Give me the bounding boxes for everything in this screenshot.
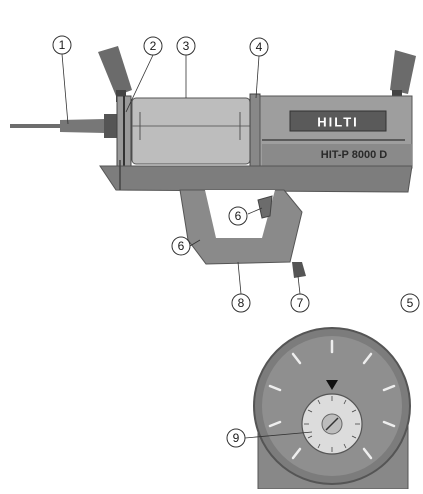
callout-5-label: 5 [407, 296, 414, 310]
callout-3: 3 [176, 36, 196, 56]
callout-3-label: 3 [183, 39, 190, 53]
mixer-nozzle [10, 114, 118, 138]
callout-2: 2 [143, 36, 163, 56]
callout-7: 7 [290, 293, 310, 313]
dispenser-body: HILTI HIT-P 8000 D [259, 95, 413, 169]
right-strap [390, 50, 416, 102]
base-rail [99, 160, 413, 193]
callout-8: 8 [231, 293, 251, 313]
callout-9-label: 9 [233, 431, 240, 445]
callout-6-handle-label: 6 [178, 239, 185, 253]
brand-logo-text: HILTI [317, 115, 359, 130]
callout-2-label: 2 [150, 39, 157, 53]
model-label: HIT-P 8000 D [321, 149, 387, 161]
trigger-lever [257, 195, 273, 219]
foil-pack-cartridge [131, 97, 251, 165]
callout-1-label: 1 [59, 38, 66, 52]
left-strap [98, 46, 132, 102]
dosage-dial [253, 327, 411, 490]
callout-6-trigger: 6 [228, 206, 248, 226]
callout-6-handle: 6 [171, 236, 191, 256]
callout-4: 4 [249, 37, 269, 57]
callout-4-label: 4 [256, 40, 263, 54]
callout-8-label: 8 [238, 296, 245, 310]
callout-9: 9 [226, 428, 246, 448]
leader-lines [61, 53, 313, 439]
handle-frame [179, 189, 303, 265]
callout-5: 5 [400, 293, 420, 313]
callout-6-trigger-label: 6 [235, 209, 242, 223]
release-plate [249, 93, 261, 175]
brand-plate [289, 110, 387, 132]
callout-1: 1 [52, 35, 72, 55]
battery-release [292, 262, 306, 278]
dial-marker [326, 380, 338, 390]
callout-7-label: 7 [297, 296, 304, 310]
